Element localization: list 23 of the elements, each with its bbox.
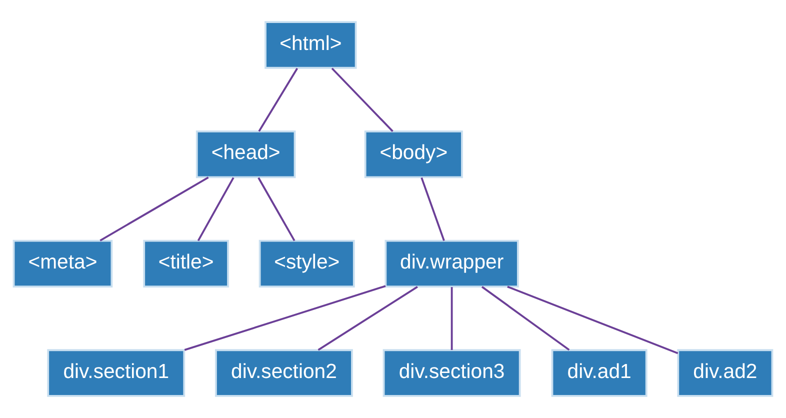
connector xyxy=(507,286,678,354)
connector xyxy=(450,287,453,350)
node-box: div.section1 xyxy=(47,349,186,397)
connector xyxy=(100,176,209,242)
connector xyxy=(420,177,445,241)
connector xyxy=(481,286,570,351)
node-box: <meta> xyxy=(12,240,113,288)
connector xyxy=(258,177,296,242)
node-box: <body> xyxy=(364,130,463,178)
node-box: div.section3 xyxy=(382,349,521,397)
connector xyxy=(197,177,234,242)
node-box: <head> xyxy=(196,130,296,178)
node-box: div.ad2 xyxy=(677,349,774,397)
connector xyxy=(184,285,386,351)
node-box: div.section2 xyxy=(214,349,353,397)
connector xyxy=(318,286,418,351)
node-box: div.wrapper xyxy=(384,240,519,288)
connector xyxy=(258,68,298,132)
node-box: div.ad1 xyxy=(551,349,648,397)
connector xyxy=(331,68,394,132)
node-box: <title> xyxy=(143,240,229,288)
node-box: <style> xyxy=(258,240,355,288)
node-box: <html> xyxy=(264,21,357,69)
